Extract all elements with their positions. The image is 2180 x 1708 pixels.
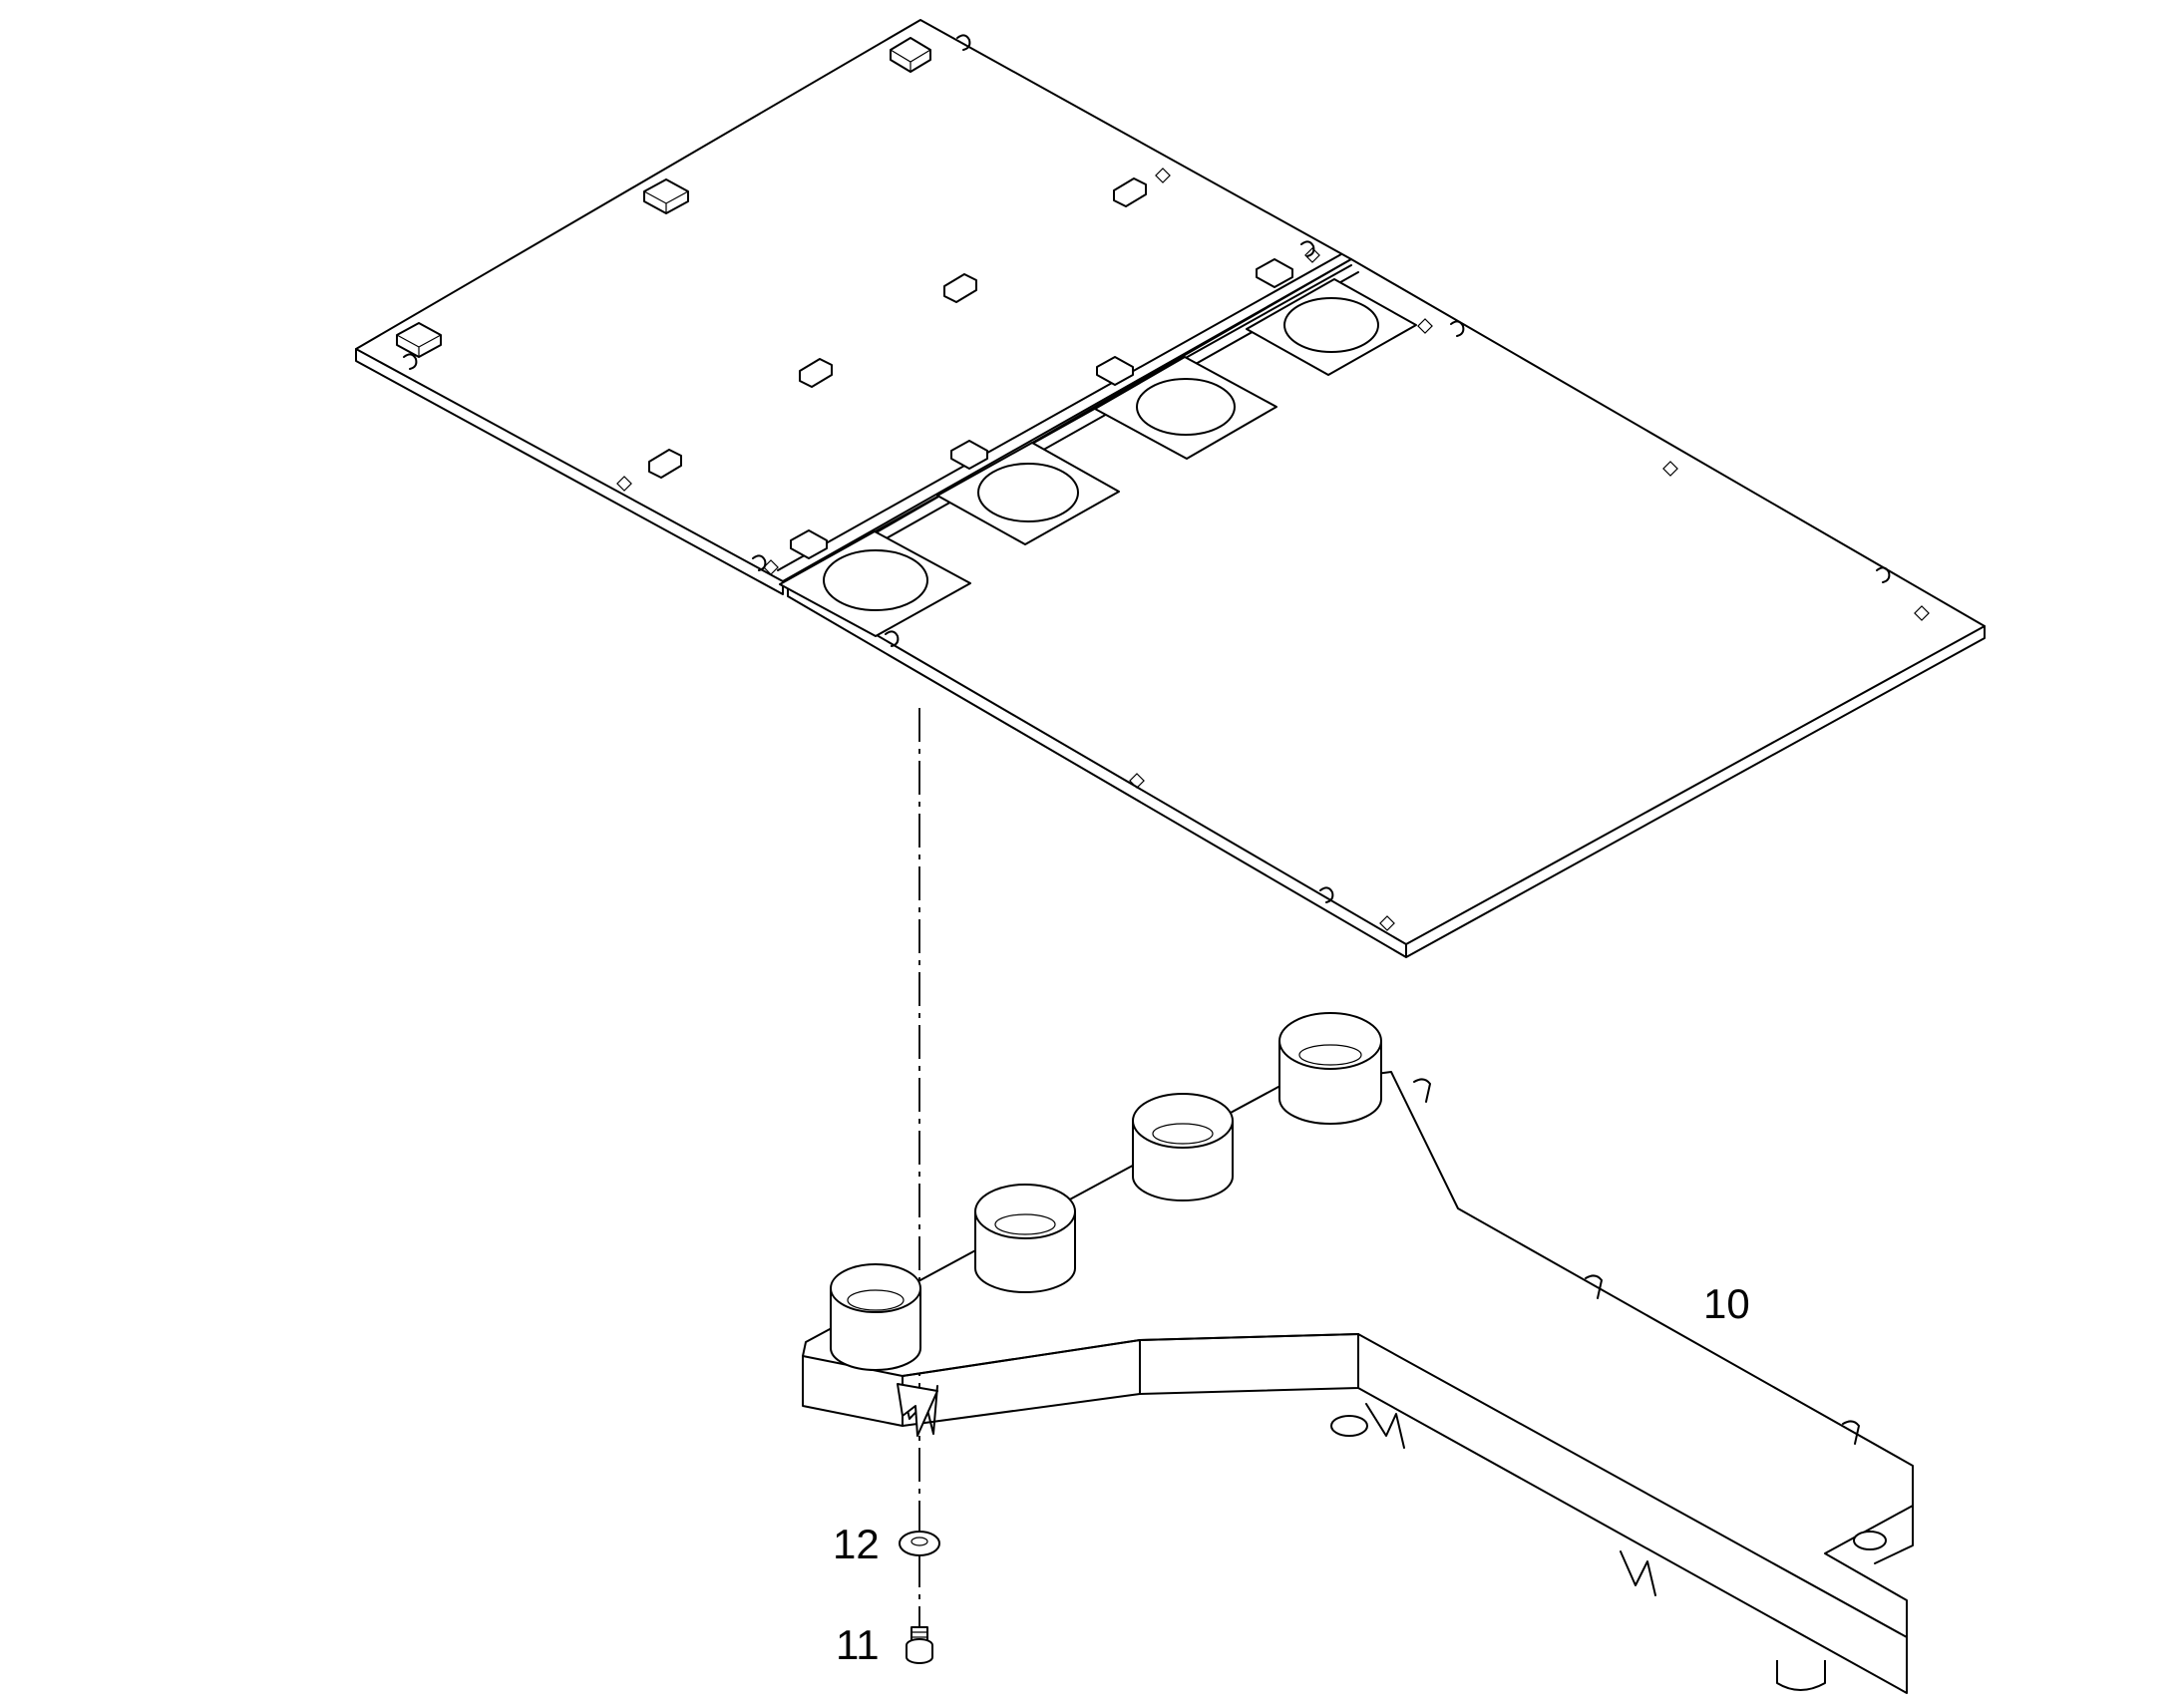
foot-2 bbox=[1853, 1531, 1887, 1550]
duct-manifold-icon bbox=[802, 1012, 1914, 1694]
panel-brackets bbox=[396, 37, 1293, 559]
callout-10: 10 bbox=[1703, 1280, 1750, 1327]
outlet-1 bbox=[830, 1263, 921, 1371]
outlet-4 bbox=[1278, 1012, 1382, 1125]
callout-12: 12 bbox=[833, 1521, 880, 1567]
foot-1 bbox=[1330, 1415, 1368, 1437]
flange-3 bbox=[1094, 356, 1277, 460]
flange-1 bbox=[779, 530, 971, 637]
screw-icon bbox=[906, 1626, 933, 1664]
outlet-3 bbox=[1132, 1093, 1234, 1201]
flange-4 bbox=[1246, 278, 1417, 376]
washer-icon bbox=[899, 1531, 940, 1556]
flange-2 bbox=[936, 442, 1120, 545]
panel-assembly-icon bbox=[355, 19, 1986, 958]
outlet-2 bbox=[974, 1184, 1076, 1293]
callout-11: 11 bbox=[836, 1621, 880, 1668]
panel-fasteners bbox=[403, 34, 1930, 931]
